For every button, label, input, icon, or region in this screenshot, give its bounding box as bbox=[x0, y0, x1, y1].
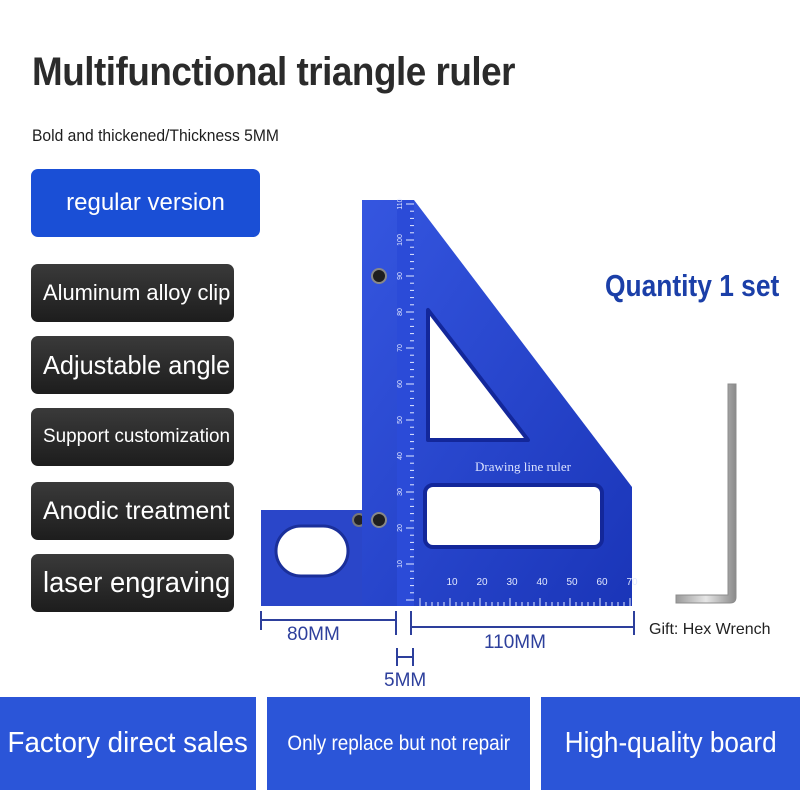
horizontal-tick-label: 60 bbox=[596, 577, 608, 588]
dimension-thickness-label: 5MM bbox=[384, 670, 427, 691]
banner-label: Factory direct sales bbox=[7, 727, 249, 759]
horizontal-tick-label: 10 bbox=[446, 577, 458, 588]
horizontal-tick-label: 70 bbox=[626, 577, 638, 588]
vertical-tick-label: 10 bbox=[397, 560, 404, 568]
feature-label: laser engraving bbox=[43, 566, 231, 599]
dimension-lines bbox=[260, 611, 635, 666]
dimension-base-label: 80MM bbox=[287, 624, 340, 645]
horizontal-tick-label: 40 bbox=[536, 577, 548, 588]
banner-quality-board: High-quality board bbox=[541, 697, 800, 790]
feature-label: Support customization bbox=[43, 426, 231, 447]
banner-label: Only replace but not repair bbox=[287, 731, 510, 755]
vertical-tick-label: 80 bbox=[397, 308, 404, 316]
quantity-label: Quantity 1 set bbox=[605, 268, 780, 303]
feature-anodic-treatment: Anodic treatment bbox=[31, 482, 234, 540]
subtitle: Bold and thickened/Thickness 5MM bbox=[32, 126, 279, 145]
banner-replace-policy: Only replace but not repair bbox=[267, 697, 530, 790]
vertical-tick-label: 70 bbox=[397, 344, 404, 352]
feature-label: Aluminum alloy clip bbox=[43, 280, 231, 305]
screw-icon bbox=[371, 268, 387, 284]
version-badge[interactable]: regular version bbox=[31, 169, 260, 237]
feature-adjustable-angle: Adjustable angle bbox=[31, 336, 234, 394]
banner-factory-direct: Factory direct sales bbox=[0, 697, 256, 790]
vertical-tick-label: 110 bbox=[397, 198, 404, 209]
page-title: Multifunctional triangle ruler bbox=[32, 50, 516, 94]
version-label: regular version bbox=[66, 189, 225, 216]
horizontal-tick-label: 50 bbox=[566, 577, 578, 588]
screw-icon bbox=[371, 512, 387, 528]
ruler-edge bbox=[397, 200, 414, 606]
horizontal-tick-label: 30 bbox=[506, 577, 518, 588]
vertical-tick-label: 40 bbox=[397, 452, 404, 460]
vertical-tick-label: 50 bbox=[397, 416, 404, 424]
dimension-length-label: 110MM bbox=[484, 632, 546, 653]
vertical-scale: 10 20 30 40 50 60 70 80 90 100 110 bbox=[397, 198, 414, 601]
triangle-cutout bbox=[426, 308, 530, 442]
vertical-tick-label: 30 bbox=[397, 488, 404, 496]
gift-label: Gift: Hex Wrench bbox=[649, 621, 771, 638]
horizontal-scale: 10 20 30 40 50 60 70 bbox=[419, 577, 638, 606]
vertical-tick-label: 60 bbox=[397, 380, 404, 388]
feature-aluminum-clip: Aluminum alloy clip bbox=[31, 264, 234, 322]
vertical-tick-label: 20 bbox=[397, 524, 404, 532]
vertical-tick-label: 90 bbox=[397, 272, 404, 280]
feature-customization: Support customization bbox=[31, 408, 234, 466]
base-slot bbox=[274, 524, 350, 578]
feature-laser-engraving: laser engraving bbox=[31, 554, 234, 612]
feature-label: Adjustable angle bbox=[43, 349, 231, 380]
rect-cutout bbox=[423, 483, 604, 549]
vertical-tick-label: 100 bbox=[397, 234, 404, 246]
ruler-engraving: Drawing line ruler bbox=[475, 459, 572, 474]
horizontal-tick-label: 20 bbox=[476, 577, 488, 588]
banner-label: High-quality board bbox=[564, 727, 777, 759]
hex-wrench-icon bbox=[675, 383, 737, 604]
feature-label: Anodic treatment bbox=[43, 496, 230, 525]
